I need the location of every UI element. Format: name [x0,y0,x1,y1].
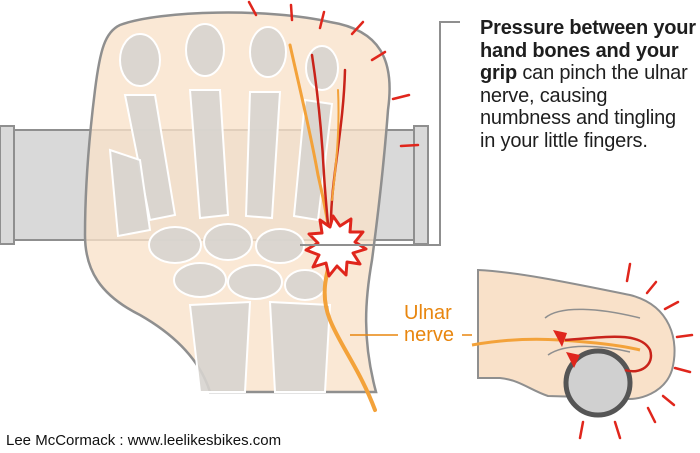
ulnar-nerve-label: Ulnar nerve [404,302,454,346]
callout-bold-text: Pressure between your hand bones and you… [480,17,696,84]
callout-bracket [300,21,460,246]
callout-text: Pressure between your hand bones and you… [480,17,696,152]
small-fist [471,268,676,418]
nerve-label-line1: Ulnar [404,302,452,324]
callout-normal-text: can pinch the ulnar nerve, causing numbn… [480,62,688,152]
nerve-label-line2: nerve [404,324,455,346]
small-fist-rays [578,262,694,440]
credit-line: Lee McCormack : www.leelikesbikes.com [6,432,282,449]
hand-bones [108,23,339,393]
pain-rays [247,0,420,148]
